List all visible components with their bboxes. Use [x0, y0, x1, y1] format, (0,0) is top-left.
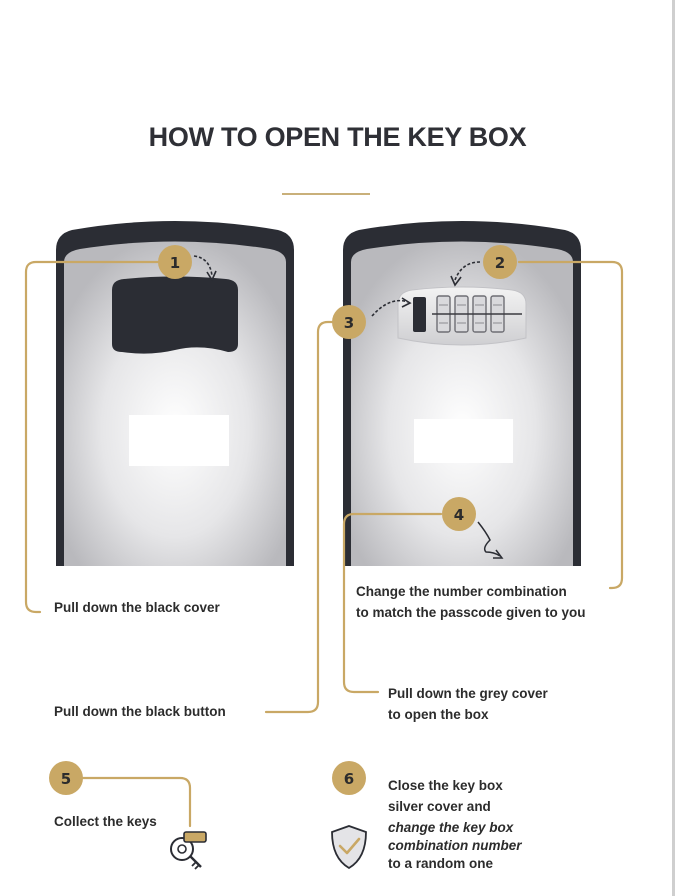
leader-lines	[24, 260, 624, 828]
key-icon	[170, 831, 207, 870]
step-6-tail: to a random one	[388, 856, 494, 871]
black-cover	[112, 276, 238, 354]
step-4-label-line-1: Pull down the grey cover	[388, 686, 548, 701]
curved-arrow-icon	[477, 521, 501, 557]
step-badge-4: 4	[442, 497, 476, 531]
step-6-label-line-2: silver cover and	[388, 799, 491, 814]
shield-check-icon	[331, 825, 367, 870]
label-window	[129, 415, 229, 466]
svg-text:4: 4	[454, 506, 464, 524]
left-key-box	[56, 221, 294, 566]
curved-arrow-icon	[193, 255, 213, 277]
step-badge-3: 3	[332, 305, 366, 339]
step-6-emphasis-line-1: change the key box	[388, 820, 514, 835]
title-divider	[282, 193, 370, 195]
page-title: HOW TO OPEN THE KEY BOX	[148, 122, 527, 152]
step-badge-2: 2	[483, 245, 517, 279]
svg-text:5: 5	[61, 770, 71, 788]
combination-dials	[432, 295, 522, 333]
step-5-label: Collect the keys	[54, 814, 157, 829]
step-badge-6: 6	[332, 761, 366, 795]
svg-text:1: 1	[170, 254, 180, 272]
step-3-label: Pull down the black button	[54, 704, 226, 719]
step-6-emphasis-line-2: combination number	[388, 838, 522, 853]
step-badge-5: 5	[49, 761, 83, 795]
step-4-label-line-2: to open the box	[388, 707, 489, 722]
curved-arrow-icon	[454, 261, 481, 281]
step-badge-1: 1	[158, 245, 192, 279]
label-window-right	[414, 419, 513, 463]
step-6-label-line-1: Close the key box	[388, 778, 503, 793]
curved-arrow-icon	[371, 299, 409, 317]
step-1-label: Pull down the black cover	[54, 600, 220, 615]
svg-text:6: 6	[344, 770, 354, 788]
step-2-label-line-1: Change the number combination	[356, 584, 567, 599]
page-edge	[672, 0, 675, 896]
svg-text:3: 3	[344, 314, 354, 332]
black-button	[413, 297, 426, 332]
step-2-label-line-2: to match the passcode given to you	[356, 605, 586, 620]
right-key-box	[343, 221, 581, 566]
svg-text:2: 2	[495, 254, 505, 272]
